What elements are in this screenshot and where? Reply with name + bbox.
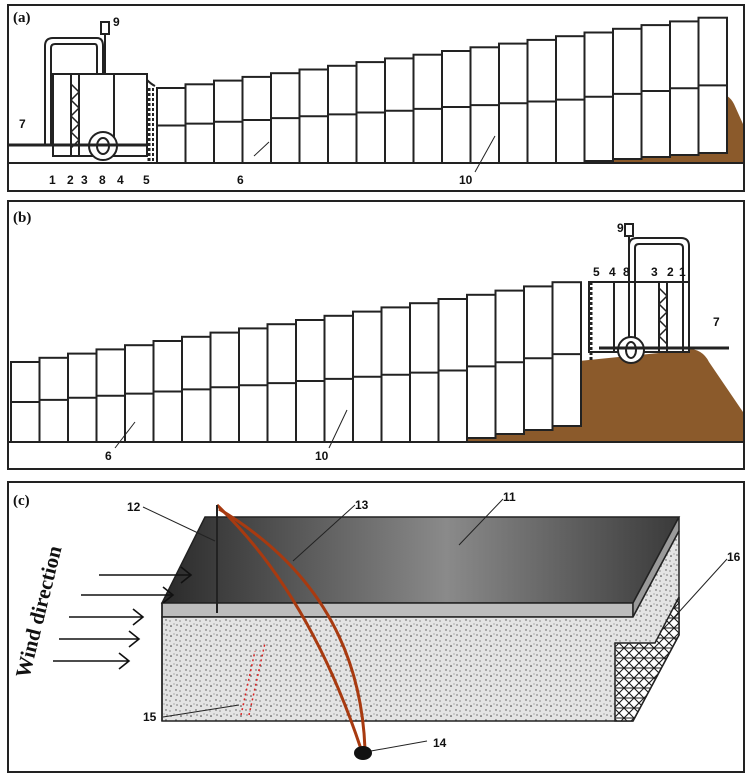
callout-14: 14 xyxy=(433,736,447,750)
callout-6-b: 6 xyxy=(105,449,112,463)
callout-5-b: 5 xyxy=(593,265,600,279)
panel-a-figure: (a) 7 1 2 3 8 4 5 9 6 10 xyxy=(9,10,743,187)
callout-2-b: 2 xyxy=(667,265,674,279)
callout-5-a: 5 xyxy=(143,173,150,187)
leader-6-a xyxy=(253,141,270,157)
leader-14 xyxy=(370,740,428,752)
callout-2-a: 2 xyxy=(67,173,74,187)
sampler-14 xyxy=(354,746,372,760)
callout-7-a: 7 xyxy=(19,117,26,131)
leader-13 xyxy=(292,504,356,562)
fan-section-a xyxy=(9,21,156,161)
panel-a-label: (a) xyxy=(13,10,31,26)
callout-10-a: 10 xyxy=(459,173,473,187)
callout-10-b: 10 xyxy=(315,449,329,463)
callout-13: 13 xyxy=(355,498,369,512)
callout-4-b: 4 xyxy=(609,265,616,279)
panel-b-figure: (b) 5 4 8 3 2 1 9 7 6 10 xyxy=(9,210,743,463)
leader-15 xyxy=(162,704,240,718)
callout-9-a: 9 xyxy=(113,15,120,29)
probe-cable-outer xyxy=(215,503,363,750)
callout-12: 12 xyxy=(127,500,141,514)
callout-8-b: 8 xyxy=(623,265,630,279)
callout-9-b: 9 xyxy=(617,221,624,235)
callout-8-a: 8 xyxy=(99,173,106,187)
panel-c-label: (c) xyxy=(13,493,30,509)
leader-12 xyxy=(142,506,216,542)
panel-c-figure: Wind direction (c) 12 13 11 16 15 14 xyxy=(11,490,741,760)
panel-a: (a) 7 1 2 3 8 4 5 9 6 10 xyxy=(7,4,745,192)
callout-16: 16 xyxy=(727,550,741,564)
panel-b-label: (b) xyxy=(13,210,31,226)
callout-7-b: 7 xyxy=(713,315,720,329)
tunnel-segments-a xyxy=(156,16,728,165)
callout-15: 15 xyxy=(143,710,157,724)
callout-4-a: 4 xyxy=(117,173,124,187)
panel-b: (b) 5 4 8 3 2 1 9 7 6 10 xyxy=(7,200,745,470)
probe-cable-inner xyxy=(218,507,367,750)
leader-11 xyxy=(458,498,504,546)
callout-3-b: 3 xyxy=(651,265,658,279)
callout-11: 11 xyxy=(503,490,516,504)
wind-direction-label: Wind direction xyxy=(11,543,67,680)
callout-1-b: 1 xyxy=(679,265,686,279)
sample-points-15 xyxy=(240,642,266,716)
callout-1-a: 1 xyxy=(49,173,56,187)
wind-arrows xyxy=(53,566,193,670)
tunnel-segments-b xyxy=(10,281,582,444)
leader-6-b xyxy=(114,421,136,449)
roof-edge xyxy=(161,602,634,618)
panel-c: Wind direction (c) 12 13 11 16 15 14 xyxy=(7,481,745,773)
leader-10-b xyxy=(328,409,348,449)
callout-6-a: 6 xyxy=(237,173,244,187)
leader-16 xyxy=(668,558,728,624)
leader-10-a xyxy=(474,135,496,173)
fan-section-b xyxy=(588,223,729,364)
sand-fence-mesh xyxy=(614,596,680,722)
callout-3-a: 3 xyxy=(81,173,88,187)
